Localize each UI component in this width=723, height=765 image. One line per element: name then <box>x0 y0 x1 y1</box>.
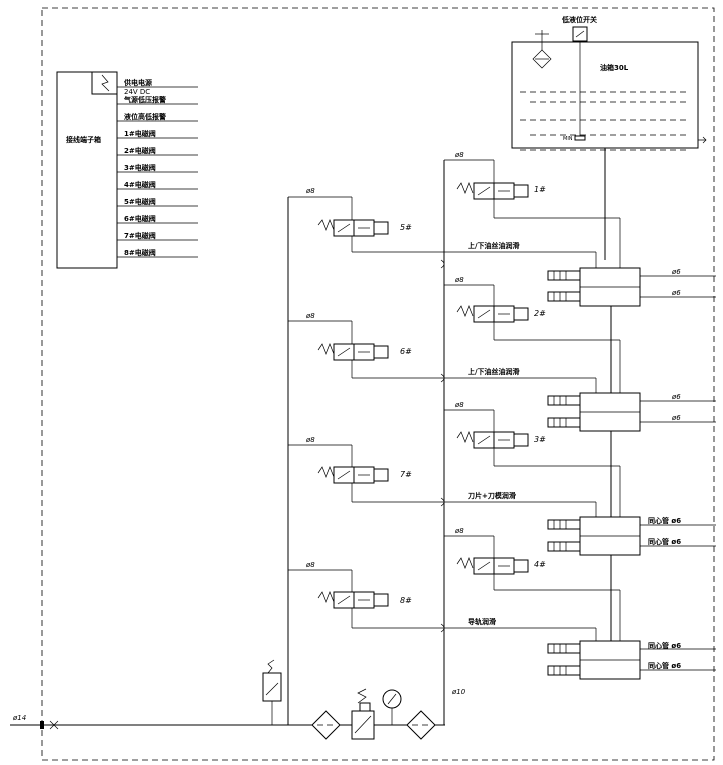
valve-5-label: 5# <box>400 223 412 232</box>
pump-unit-3: 同心管 ø6 同心管 ø6 <box>547 516 716 556</box>
valve-6-label: 6# <box>400 347 412 356</box>
valve-7-pipe: ø8 <box>305 436 315 444</box>
pump-unit-1: ø6 ø6 <box>547 267 716 307</box>
valve-4-label: 4# <box>534 560 546 569</box>
valve-8-label: 8# <box>400 596 412 605</box>
line-label-1: 上/下油丝油润滑 <box>468 241 520 250</box>
line-label-3: 刀片+刀模润滑 <box>468 491 516 500</box>
valve-3: ø8 3# <box>444 401 621 517</box>
main-pipe-label: ø10 <box>451 688 466 696</box>
valve-3-pipe: ø8 <box>454 401 464 409</box>
pump-unit-2: ø6 ø6 <box>547 392 716 432</box>
terminal-row-valve5: 5#电磁阀 <box>124 197 156 206</box>
pump-unit-4: 同心管 ø6 同心管 ø6 <box>547 640 716 680</box>
air-filter-2 <box>406 710 436 740</box>
valve-1-pipe: ø8 <box>454 151 464 159</box>
pressure-switch <box>262 659 282 725</box>
terminal-box-label: 接线端子箱 <box>66 135 101 144</box>
level-switch-label: 低液位开关 <box>561 15 597 24</box>
pump-4-out-b: 同心管 ø6 <box>648 661 681 670</box>
pump-2-out-b: ø6 <box>671 414 681 422</box>
valve-7: ø8 7# <box>288 436 597 517</box>
inlet-pipe-label: ø14 <box>12 714 26 722</box>
tank-label: 油箱30L <box>600 63 629 72</box>
tank-min-label: MIN <box>563 136 573 142</box>
terminal-row-valve2: 2#电磁阀 <box>124 146 156 155</box>
valve-2-label: 2# <box>534 309 546 318</box>
valve-3-label: 3# <box>534 435 546 444</box>
valve-4-pipe: ø8 <box>454 527 464 535</box>
terminal-row-level-alarm: 液位高低报警 <box>124 112 166 121</box>
frame <box>41 7 715 761</box>
terminal-row-valve4: 4#电磁阀 <box>124 180 156 189</box>
terminal-row-valve1: 1#电磁阀 <box>124 129 156 138</box>
pump-3-out-a: 同心管 ø6 <box>648 516 681 525</box>
pressure-regulator <box>351 688 375 740</box>
valve-7-label: 7# <box>400 470 412 479</box>
air-filter-1 <box>311 710 341 740</box>
pressure-gauge <box>382 689 402 725</box>
terminal-row-valve3: 3#电磁阀 <box>124 163 156 172</box>
terminal-row-power: 供电电源 <box>123 78 152 87</box>
terminal-row-valve7: 7#电磁阀 <box>124 231 156 240</box>
terminal-row-valve6: 6#电磁阀 <box>124 214 156 223</box>
pump-1-out-a: ø6 <box>671 268 681 276</box>
valve-8-pipe: ø8 <box>305 561 315 569</box>
pump-2-out-a: ø6 <box>671 393 681 401</box>
oil-tank: 油箱30L 低液位开关 MIN <box>511 15 707 260</box>
valve-8: ø8 8# <box>288 561 597 641</box>
terminal-row-air-alarm: 气源低压报警 <box>123 95 166 104</box>
valve-1: ø8 1# <box>444 151 621 268</box>
pump-4-out-a: 同心管 ø6 <box>648 641 681 650</box>
valve-2: ø8 2# <box>444 276 621 393</box>
pump-1-out-b: ø6 <box>671 289 681 297</box>
pump-3-out-b: 同心管 ø6 <box>648 537 681 546</box>
terminal-row-valve8: 8#电磁阀 <box>124 248 156 257</box>
terminal-row-24v: 24V DC <box>124 88 150 96</box>
valve-5: ø8 5# <box>288 187 597 268</box>
valve-6: ø8 6# <box>288 312 597 393</box>
valve-1-label: 1# <box>534 185 546 194</box>
valve-2-pipe: ø8 <box>454 276 464 284</box>
valve-6-pipe: ø8 <box>305 312 315 320</box>
terminal-box: 接线端子箱 供电电源 24V DC 气源低压报警 液位高低报警 1#电磁阀 2#… <box>56 71 198 269</box>
line-label-2: 上/下油丝油润滑 <box>468 367 520 376</box>
line-label-4: 导轨润滑 <box>468 617 496 626</box>
valve-4: ø8 4# <box>444 527 621 641</box>
valve-5-pipe: ø8 <box>305 187 315 195</box>
